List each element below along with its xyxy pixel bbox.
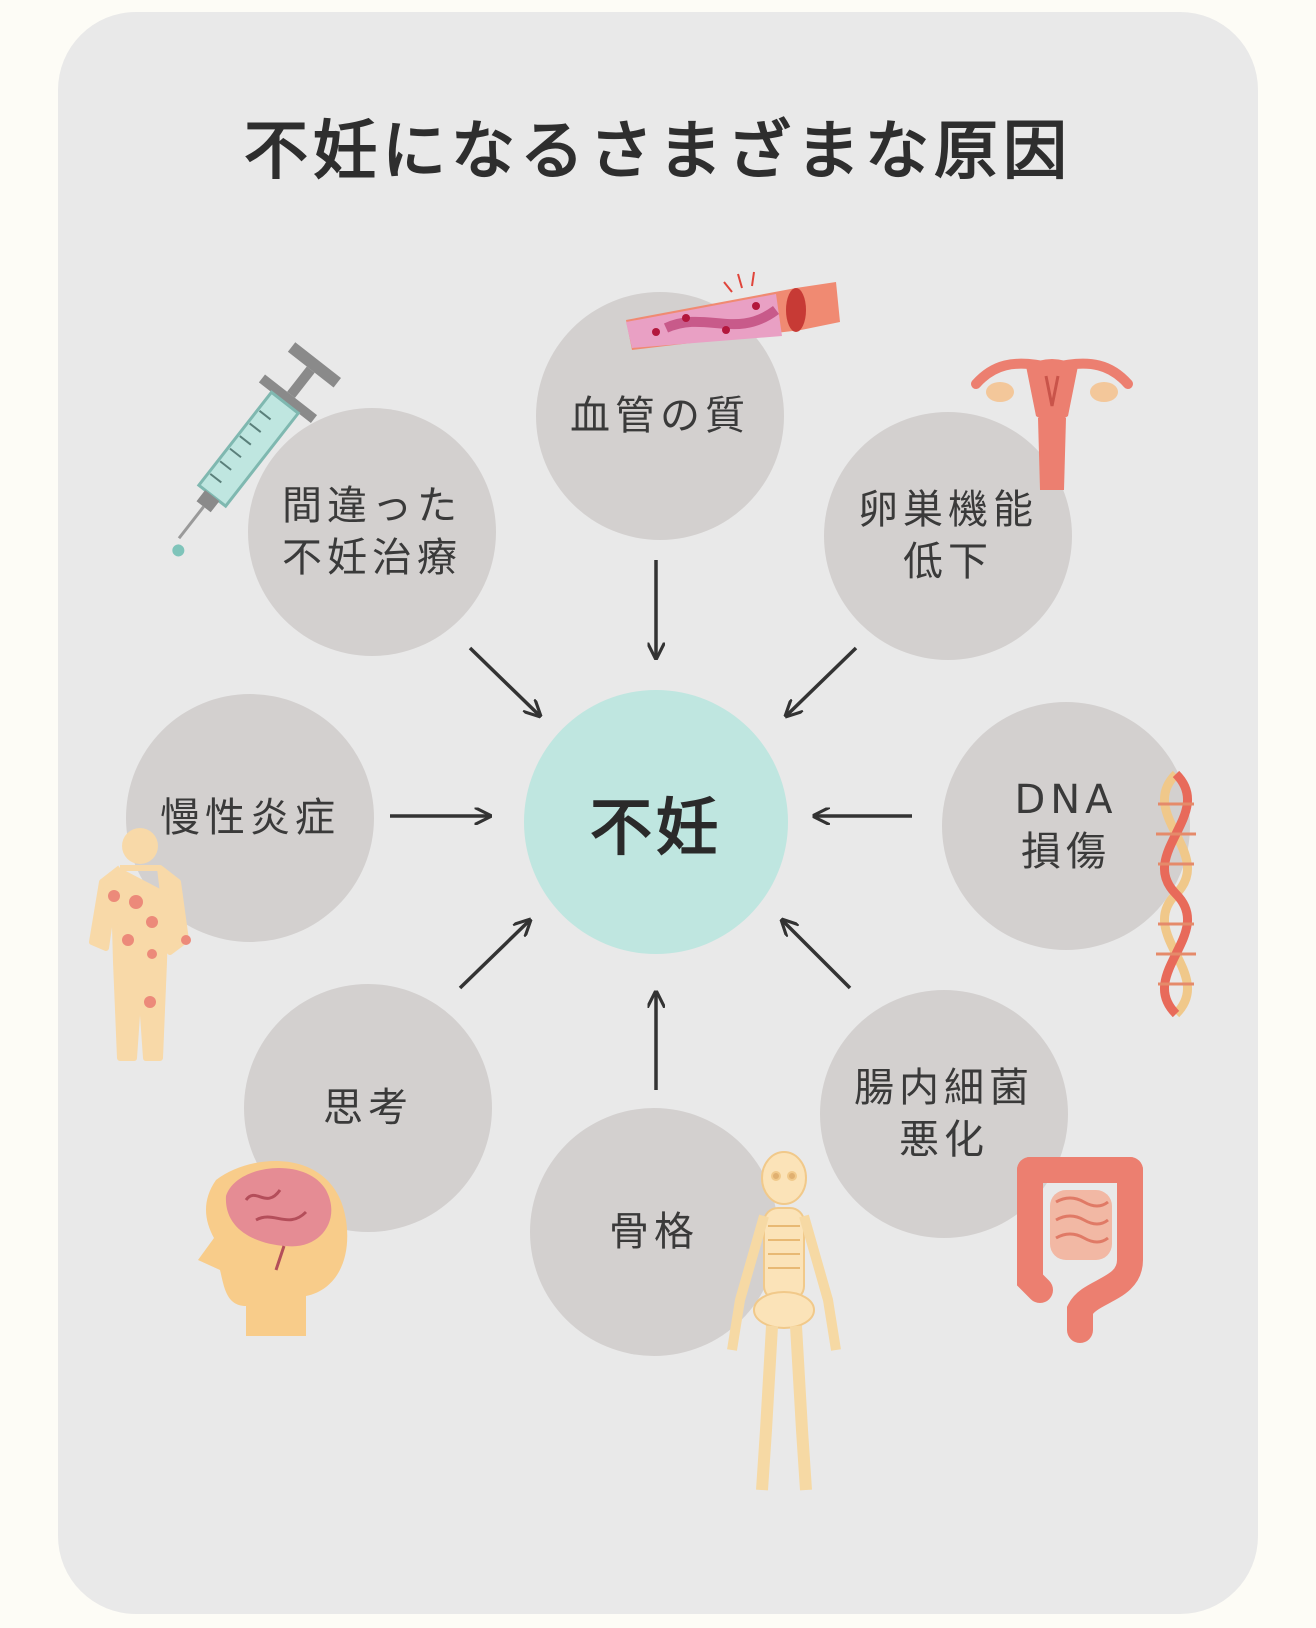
dna-helix-icon	[1156, 770, 1196, 1018]
skeleton-icon	[727, 1151, 841, 1491]
arrow-from-ovary	[786, 646, 858, 716]
brain-head-icon	[198, 1160, 348, 1336]
cause-node-dna: DNA 損傷	[942, 702, 1190, 950]
cause-label-blood-vessel: 血管の質	[570, 393, 750, 439]
cause-label-treatment: 間違った 不妊治療	[282, 483, 462, 581]
page-title: 不妊になるさまざまな原因	[244, 115, 1072, 189]
cause-label-thinking: 思考	[323, 1085, 413, 1131]
arrow-from-gut	[782, 920, 852, 990]
cause-label-ovary: 卵巣機能 低下	[858, 487, 1038, 585]
cause-label-inflammation: 慢性炎症	[160, 795, 340, 841]
center-label: 不妊	[589, 791, 722, 864]
syringe-icon	[172, 342, 341, 557]
center-node-infertility: 不妊	[524, 690, 788, 954]
arrow-from-treatment	[468, 646, 540, 716]
uterus-ovary-icon	[971, 358, 1133, 490]
cause-label-dna: DNA 損傷	[1014, 777, 1118, 875]
cause-node-treatment: 間違った 不妊治療	[248, 408, 496, 656]
cause-label-skeleton: 骨格	[609, 1209, 699, 1255]
arrow-from-thinking	[458, 920, 530, 990]
intestine-icon	[1017, 1157, 1143, 1343]
inflamed-body-icon	[89, 828, 191, 1061]
cause-node-ovary: 卵巣機能 低下	[824, 412, 1072, 660]
cause-label-gut: 腸内細菌 悪化	[854, 1065, 1034, 1163]
blood-vessel-icon	[626, 271, 840, 350]
